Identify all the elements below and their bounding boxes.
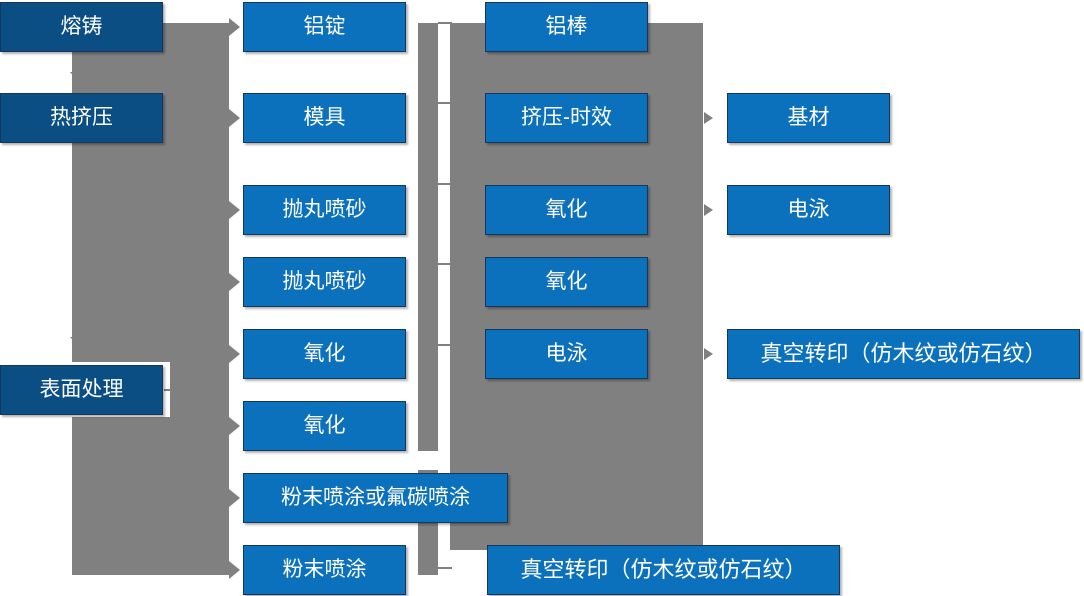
node-label: 真空转印（仿木纹或仿石纹） — [760, 340, 1047, 366]
node-label: 氧化 — [545, 198, 588, 222]
node-label: 粉末喷涂 — [282, 558, 367, 582]
node-input-oxidation-1[interactable]: 氧化 — [243, 329, 406, 379]
rail-tick-6 — [438, 567, 452, 569]
node-out-substrate[interactable]: 基材 — [727, 93, 890, 143]
arrow-panel-to-output-3 — [704, 348, 713, 360]
node-label: 电泳 — [545, 342, 588, 366]
node-input-mold[interactable]: 模具 — [243, 93, 406, 143]
node-input-shotblast-1[interactable]: 抛丸喷砂 — [243, 185, 406, 235]
node-proc-extrude-age[interactable]: 挤压-时效 — [485, 93, 648, 143]
arrow-melting-to-extrude — [70, 72, 88, 82]
node-stage-extrude[interactable]: 热挤压 — [0, 93, 163, 143]
node-label: 模具 — [303, 106, 346, 130]
node-input-oxidation-2[interactable]: 氧化 — [243, 401, 406, 451]
node-out-electro[interactable]: 电泳 — [727, 185, 890, 235]
node-label: 氧化 — [303, 414, 346, 438]
node-proc-oxidation-1[interactable]: 氧化 — [485, 185, 648, 235]
rail-tick-2 — [438, 102, 452, 104]
node-label: 电泳 — [787, 198, 830, 222]
node-label: 粉末喷涂或氟碳喷涂 — [281, 486, 470, 510]
rail-tick-5 — [438, 344, 452, 346]
rail-tick-1 — [438, 22, 452, 24]
node-stage-surface[interactable]: 表面处理 — [0, 365, 163, 415]
node-stage-melting[interactable]: 熔铸 — [0, 2, 163, 52]
node-proc-bar[interactable]: 铝棒 — [485, 2, 648, 52]
node-proc-vacuum[interactable]: 真空转印（仿木纹或仿石纹） — [487, 545, 840, 595]
rail-tick-3 — [438, 183, 452, 185]
node-label: 基材 — [787, 106, 830, 130]
input-rail-upper — [418, 23, 438, 451]
surface-stage-stub — [164, 389, 184, 391]
node-label: 熔铸 — [60, 15, 103, 39]
arrow-bus-to-input-1 — [229, 18, 240, 36]
node-input-powder[interactable]: 粉末喷涂 — [243, 545, 406, 595]
arrow-panel-to-output-1 — [704, 112, 713, 124]
node-proc-oxidation-2[interactable]: 氧化 — [485, 257, 648, 307]
node-input-powder-fluoro[interactable]: 粉末喷涂或氟碳喷涂 — [243, 473, 508, 523]
node-label: 氧化 — [545, 270, 588, 294]
node-label: 铝棒 — [545, 15, 588, 39]
arrow-bus-to-input-7 — [229, 489, 240, 507]
node-label: 真空转印（仿木纹或仿石纹） — [520, 556, 807, 582]
node-label: 抛丸喷砂 — [282, 270, 367, 294]
arrow-bus-to-input-6 — [229, 417, 240, 435]
node-label: 抛丸喷砂 — [282, 198, 367, 222]
arrow-bus-to-input-3 — [229, 201, 240, 219]
node-label: 挤压-时效 — [521, 106, 612, 130]
node-input-ingot[interactable]: 铝锭 — [243, 2, 406, 52]
arrow-bus-to-input-2 — [229, 109, 240, 127]
arrow-panel-to-output-2 — [704, 204, 713, 216]
arrow-extrude-to-surface — [70, 337, 88, 347]
node-label: 热挤压 — [50, 106, 113, 130]
node-label: 表面处理 — [39, 378, 124, 402]
arrow-bus-to-input-4 — [229, 273, 240, 291]
arrow-bus-to-input-8 — [229, 561, 240, 579]
arrow-bus-to-input-5 — [229, 345, 240, 363]
node-proc-electro[interactable]: 电泳 — [485, 329, 648, 379]
node-label: 氧化 — [303, 342, 346, 366]
rail-tick-4 — [438, 263, 452, 265]
node-out-vacuum[interactable]: 真空转印（仿木纹或仿石纹） — [727, 329, 1080, 379]
node-input-shotblast-2[interactable]: 抛丸喷砂 — [243, 257, 406, 307]
node-label: 铝锭 — [303, 15, 346, 39]
